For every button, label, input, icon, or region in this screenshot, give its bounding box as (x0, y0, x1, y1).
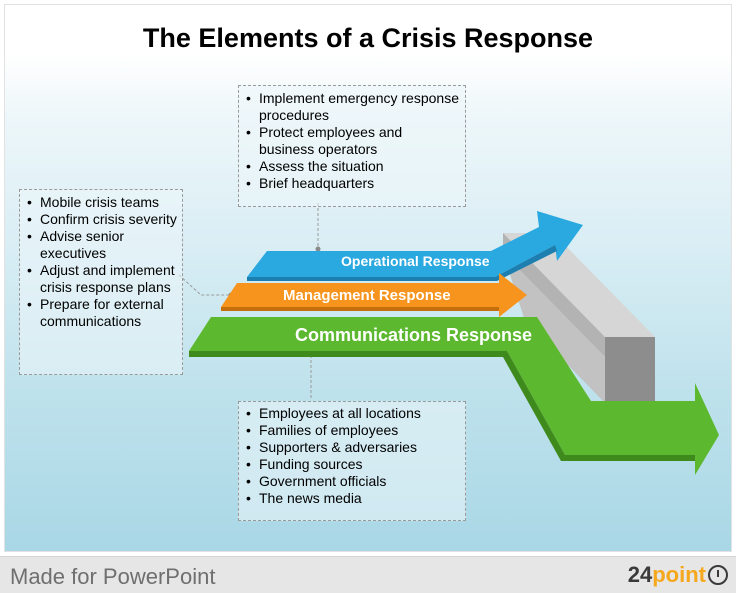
connector-management (178, 274, 231, 296)
management-arrow (221, 273, 527, 317)
list-item: Families of employees (243, 422, 461, 439)
communications-arrow (189, 317, 719, 475)
list-item: Advise senior executives (24, 228, 178, 262)
list-item: Brief headquarters (243, 175, 461, 192)
list-item: Mobile crisis teams (24, 194, 178, 211)
made-for-powerpoint-text: Made for PowerPoint (10, 564, 216, 589)
communications-response-label: Communications Response (295, 325, 533, 345)
slide: The Elements of a Crisis Response (4, 4, 732, 552)
clock-icon (708, 565, 728, 585)
list-item: Protect employees and business operators (243, 124, 461, 158)
operational-response-box: Implement emergency response procedures … (238, 85, 466, 207)
communications-response-box: Employees at all locations Families of e… (238, 401, 466, 521)
footer-bar: Made for PowerPoint 24 point (0, 556, 736, 593)
slide-title: The Elements of a Crisis Response (142, 23, 594, 53)
list-item: Government officials (243, 473, 461, 490)
operational-response-label: Operational Response (341, 253, 490, 269)
list-item: The news media (243, 490, 461, 507)
brand-word: point (652, 562, 706, 587)
list-item: Adjust and implement crisis response pla… (24, 262, 178, 296)
list-item: Supporters & adversaries (243, 439, 461, 456)
operational-arrow (247, 211, 583, 281)
list-item: Employees at all locations (243, 405, 461, 422)
list-item: Assess the situation (243, 158, 461, 175)
connector-dot-operational (315, 246, 321, 252)
list-item: Funding sources (243, 456, 461, 473)
list-item: Prepare for external communications (24, 296, 178, 330)
list-item: Implement emergency response procedures (243, 90, 461, 124)
crisis-diagram (178, 203, 719, 475)
management-response-box: Mobile crisis teams Confirm crisis sever… (19, 189, 183, 375)
list-item: Confirm crisis severity (24, 211, 178, 228)
brand-number: 24 (627, 562, 653, 587)
management-response-label: Management Response (283, 287, 451, 304)
brand-logo: 24 point (628, 561, 728, 589)
